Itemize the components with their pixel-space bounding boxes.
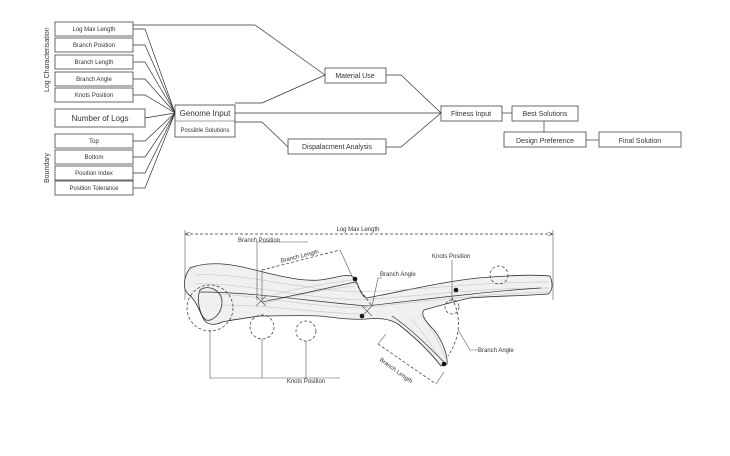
displacement-analysis-label: Dispalacment Analysis [302, 144, 373, 151]
branch-length-top-label: Branch Length [280, 249, 319, 264]
branch-position-annotation: Branch Position [238, 238, 308, 300]
input-branch-length-label: Branch Length [74, 60, 113, 66]
final-solution-label: Final Solution [619, 138, 662, 145]
input-position-index: Position Index [54, 165, 134, 181]
material-use-label: Material Use [335, 73, 374, 80]
input-position-tolerance: Position Tolerance [54, 180, 134, 196]
knots-position-bottom-annotation: Knots Position [209, 330, 340, 385]
possible-solutions-label: Possible Solutions [180, 128, 229, 134]
log-max-length-dim-label: Log Max Length [336, 227, 379, 233]
input-branch-position-label: Branch Position [73, 43, 115, 49]
input-log-max-length: Log Max Length [54, 21, 134, 37]
design-preference-label: Design Preference [516, 138, 574, 145]
knots-position-top-annotation: Knots Position [432, 254, 470, 300]
log-characterisation-label: Log Characterisation [44, 27, 51, 92]
genome-input-label: Genome Input [180, 109, 231, 118]
input-knots-position-label: Knots Position [75, 93, 113, 99]
branch-points [255, 276, 459, 367]
input-knots-position: Knots Position [54, 87, 134, 103]
boundary-label: Boundary [44, 153, 51, 183]
input-branch-angle: Branch Angle [54, 71, 134, 87]
design-preference-box: Design Preference [503, 131, 587, 148]
branch-angle-right-label: Branch Angle [478, 348, 514, 354]
material-use-box: Material Use [324, 67, 387, 84]
final-solution-box: Final Solution [598, 131, 682, 148]
log-centerlines [199, 281, 542, 363]
input-top: Top [54, 133, 134, 149]
best-solutions-box: Best Solutions [511, 105, 579, 122]
knots-position-top-label: Knots Position [432, 254, 470, 260]
branch-angle-right-annotation: Branch Angle [447, 297, 514, 357]
input-number-of-logs: Number of Logs [54, 108, 146, 128]
branch-angle-top-label: Branch Angle [380, 272, 416, 278]
displacement-analysis-box: Dispalacment Analysis [287, 138, 387, 155]
input-position-index-label: Position Index [75, 171, 113, 177]
flowchart-connectors [133, 24, 599, 189]
input-branch-position: Branch Position [54, 37, 134, 53]
best-solutions-label: Best Solutions [523, 111, 568, 118]
input-position-tolerance-label: Position Tolerance [70, 186, 120, 192]
branch-position-label: Branch Position [238, 238, 280, 244]
input-top-label: Top [89, 139, 99, 145]
input-number-of-logs-label: Number of Logs [72, 114, 129, 123]
input-log-max-length-label: Log Max Length [72, 27, 115, 33]
fitness-input-box: Fitness Input [440, 105, 503, 122]
genome-input-box: Genome Input Possible Solutions [174, 104, 236, 138]
input-branch-angle-label: Branch Angle [76, 77, 112, 83]
input-bottom: Bottom [54, 149, 134, 165]
input-branch-length: Branch Length [54, 54, 134, 70]
log-body [184, 263, 553, 367]
branch-angle-top-annotation: Branch Angle [354, 272, 416, 307]
input-bottom-label: Bottom [84, 155, 103, 161]
knots-position-bottom-label: Knots Position [287, 379, 325, 385]
fitness-input-label: Fitness Input [451, 111, 491, 118]
branch-length-bottom-label: Branch Length [378, 357, 413, 385]
